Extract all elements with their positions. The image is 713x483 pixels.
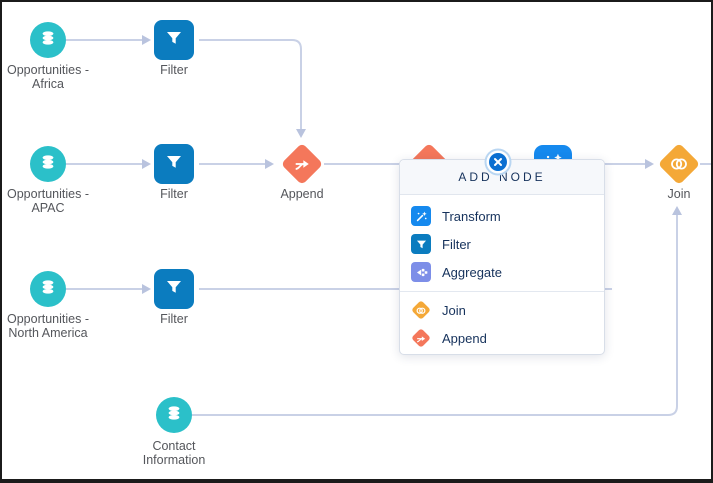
venn-circles-icon [411, 300, 431, 320]
node-label: Filter [160, 312, 188, 326]
menu-item-label: Aggregate [442, 264, 502, 280]
merge-arrows-icon [293, 155, 311, 173]
arrowhead [672, 206, 682, 215]
node-label: Opportunities -North America [7, 312, 89, 340]
dataset-node-opportunities-africa[interactable] [30, 22, 66, 58]
edge-contact-join [192, 215, 678, 416]
close-icon[interactable] [489, 153, 507, 171]
edge-filter-append-top [199, 39, 302, 129]
dataset-node-contact-information[interactable] [156, 397, 192, 433]
arrowhead [142, 159, 151, 169]
filter-node-1[interactable] [154, 20, 194, 60]
filter-node-3[interactable] [154, 269, 194, 309]
dataset-node-opportunities-north-america[interactable] [30, 271, 66, 307]
funnel-icon [164, 28, 184, 53]
node-label: Append [280, 187, 324, 201]
database-icon [39, 278, 57, 301]
venn-circles-icon [669, 154, 689, 174]
node-label: Join [667, 187, 691, 201]
funnel-icon [164, 277, 184, 302]
menu-item-join[interactable]: Join [400, 296, 604, 324]
database-icon [39, 29, 57, 52]
funnel-icon [164, 152, 184, 177]
funnel-icon [411, 234, 431, 254]
add-node-popup: ADD NODE Transform Filter Aggregate [399, 159, 605, 355]
node-label: Opportunities -APAC [7, 187, 89, 215]
menu-item-filter[interactable]: Filter [400, 230, 604, 258]
merge-arrows-icon [411, 328, 431, 348]
dataset-node-opportunities-apac[interactable] [30, 146, 66, 182]
menu-item-label: Filter [442, 236, 471, 252]
database-icon [165, 404, 183, 427]
database-icon [39, 153, 57, 176]
menu-item-label: Join [442, 302, 466, 318]
arrowhead [296, 129, 306, 138]
node-label: Filter [160, 63, 188, 77]
arrowhead [142, 35, 151, 45]
add-node-section-transforms: Transform Filter Aggregate [400, 195, 604, 286]
arrowhead [645, 159, 654, 169]
menu-item-aggregate[interactable]: Aggregate [400, 258, 604, 286]
menu-item-label: Append [442, 330, 487, 346]
add-node-section-combine: Join Append [400, 292, 604, 352]
node-label: Filter [160, 187, 188, 201]
magic-wand-icon [411, 206, 431, 226]
node-label: Opportunities -Africa [7, 63, 89, 91]
append-node[interactable] [280, 142, 324, 186]
aggregate-icon [411, 262, 431, 282]
menu-item-transform[interactable]: Transform [400, 202, 604, 230]
filter-node-2[interactable] [154, 144, 194, 184]
arrowhead [142, 284, 151, 294]
join-node[interactable] [657, 142, 701, 186]
menu-item-label: Transform [442, 208, 501, 224]
menu-divider [400, 291, 604, 292]
menu-item-append[interactable]: Append [400, 324, 604, 352]
arrowhead [265, 159, 274, 169]
